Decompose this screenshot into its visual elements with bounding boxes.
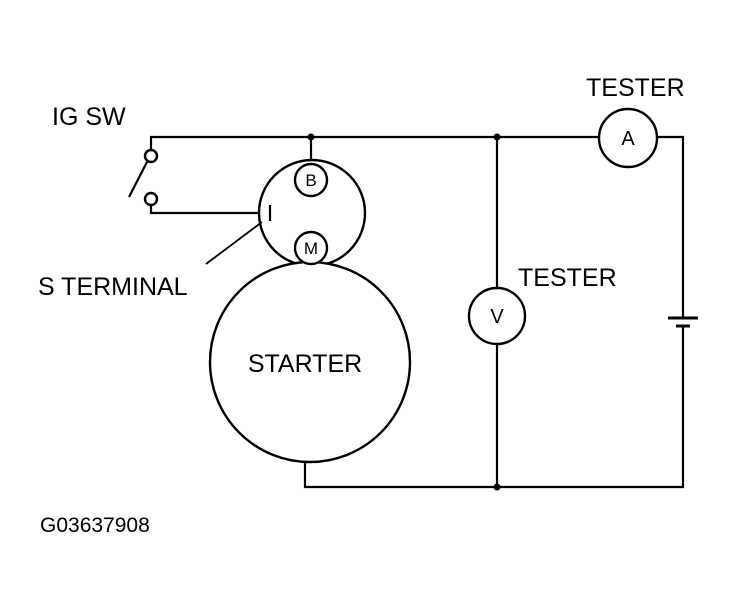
b-terminal: B (293, 162, 329, 198)
s-terminal-leader (205, 221, 263, 265)
junction-dot (307, 133, 315, 141)
switch-upper-contact (143, 148, 159, 164)
switch-lower-contact (143, 191, 159, 207)
junction-dot (493, 483, 501, 491)
top-wire (149, 135, 599, 150)
starter-label: STARTER (248, 350, 362, 378)
ig-sw-label: IG SW (52, 103, 126, 131)
voltmeter-symbol: V (490, 306, 504, 328)
ammeter-to-battery-wire (658, 135, 685, 318)
ammeter-tester-label: TESTER (586, 74, 685, 102)
voltmeter-tester-label: TESTER (518, 264, 617, 292)
ammeter-symbol: A (621, 128, 635, 150)
s-terminal-label: S TERMINAL (38, 273, 188, 301)
m-terminal: M (293, 230, 329, 266)
m-terminal-label: M (304, 239, 318, 258)
figure-id: G03637908 (40, 514, 150, 537)
b-terminal-label: B (305, 171, 316, 190)
ammeter: A (597, 107, 659, 169)
junction-dot (493, 133, 501, 141)
ignition-switch (128, 148, 159, 207)
voltmeter: V (467, 286, 527, 346)
s-terminal-wire (149, 205, 270, 215)
battery-symbol (668, 316, 698, 328)
switch-blade (128, 161, 148, 198)
